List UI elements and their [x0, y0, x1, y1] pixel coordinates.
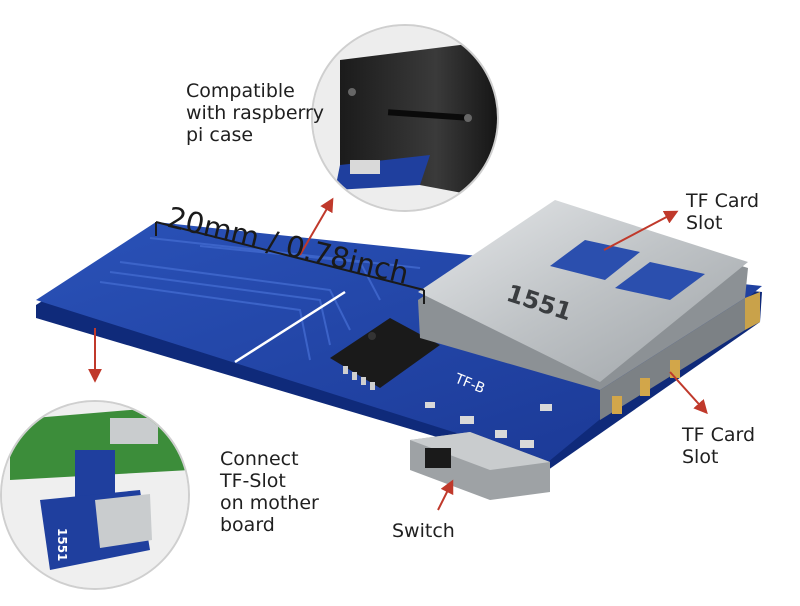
callout-switch: Switch — [392, 520, 455, 542]
callout-arrows — [88, 197, 708, 511]
callout-tf-card-slot-top: TF Card Slot — [686, 190, 760, 234]
tf-card-slot-top: 1551 — [418, 200, 760, 390]
tf-card-slot-bottom — [600, 298, 745, 420]
mini-card-marking: 1551 — [55, 528, 69, 561]
inset-motherboard: 1551 — [0, 400, 190, 590]
callout-compatible: Compatible with raspberry pi case — [186, 80, 325, 146]
callout-tf-card-slot-bottom: TF Card Slot — [682, 424, 756, 468]
inset-raspberry-case — [311, 24, 499, 212]
dimension-marker — [155, 221, 425, 304]
controller-chip — [330, 318, 440, 390]
callout-connect: Connect TF-Slot on mother board — [220, 448, 319, 536]
